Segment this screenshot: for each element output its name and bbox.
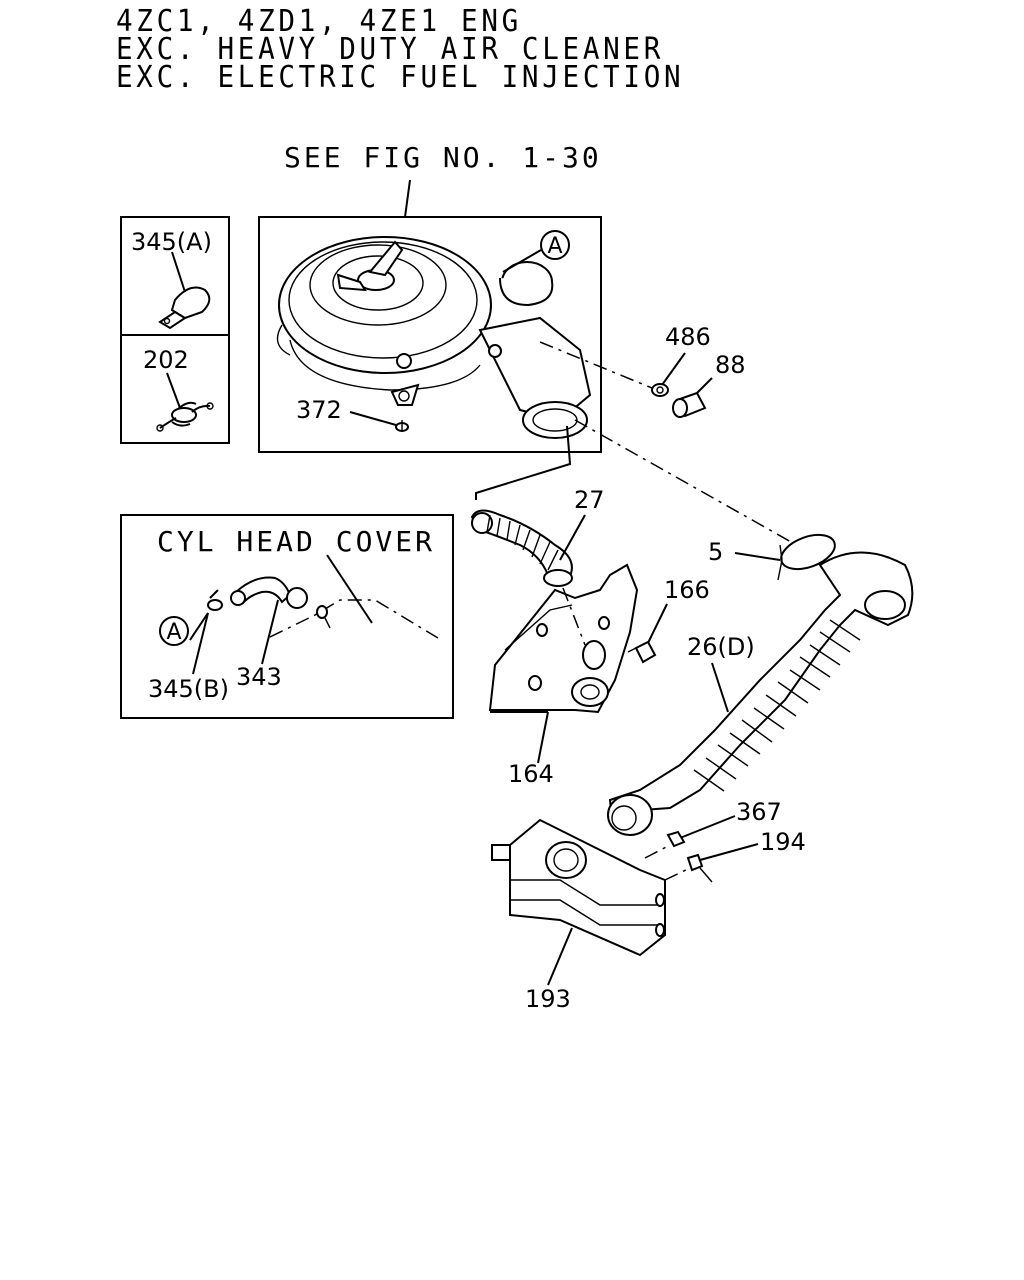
leader-345a xyxy=(171,251,186,293)
air-cleaner-box xyxy=(258,216,602,453)
leader-164 xyxy=(537,711,549,764)
header-line-3: EXC. ELECTRIC FUEL INJECTION xyxy=(116,60,685,95)
leader-486 xyxy=(661,352,686,386)
hose-343-part xyxy=(230,576,308,609)
callout-345b: 345(B) xyxy=(148,675,229,703)
cyl-head-cover-title: CYL HEAD COVER xyxy=(157,525,435,558)
leader-345b xyxy=(189,612,209,641)
air-cleaner-assembly xyxy=(276,236,592,439)
nut-367-part xyxy=(666,830,686,848)
dash-line-194 xyxy=(664,867,691,881)
bracket-193-part xyxy=(491,818,666,957)
ref-marker-a-top-label: A xyxy=(547,234,562,259)
callout-26d: 26(D) xyxy=(687,633,755,661)
clip-345a-part xyxy=(158,286,211,330)
callout-343: 343 xyxy=(236,663,282,691)
bracket-164-part xyxy=(488,563,639,714)
gasket-5-part xyxy=(777,533,836,581)
screw-372-part xyxy=(395,420,409,432)
leader-cyl-head-cover xyxy=(326,554,373,624)
fitting-cyl-head-part xyxy=(316,605,331,629)
leader-193 xyxy=(547,927,573,986)
callout-194: 194 xyxy=(760,828,806,856)
bolt-166-part xyxy=(627,640,657,664)
dash-line-cyl-head xyxy=(269,599,439,639)
callout-202: 202 xyxy=(143,346,189,374)
leader-202 xyxy=(166,372,181,409)
leader-345b-2 xyxy=(192,612,209,675)
leader-5 xyxy=(734,552,781,561)
clip-486-part xyxy=(651,383,669,397)
callout-164: 164 xyxy=(508,760,554,788)
leader-343 xyxy=(261,599,279,665)
inset-box-cyl-head-cover xyxy=(120,514,454,719)
callout-27: 27 xyxy=(574,486,605,514)
header-line-1: 4ZC1, 4ZD1, 4ZE1 ENG xyxy=(116,4,522,39)
cap-88-part xyxy=(672,391,707,418)
callout-372: 372 xyxy=(296,396,342,424)
callout-88: 88 xyxy=(715,351,746,379)
leader-367 xyxy=(679,815,736,839)
bolt-194-part xyxy=(686,853,713,883)
leader-27 xyxy=(559,514,586,561)
hose-27-part xyxy=(470,509,573,587)
duct-26d-part xyxy=(607,551,914,836)
header-line-2: EXC. HEAVY DUTY AIR CLEANER xyxy=(116,32,665,67)
leader-372 xyxy=(349,411,397,426)
callout-5: 5 xyxy=(708,538,723,566)
leader-194 xyxy=(699,843,759,861)
callout-193: 193 xyxy=(525,985,571,1013)
dash-line-to-5 xyxy=(574,419,801,548)
ref-a-leader xyxy=(502,249,542,273)
clamp-202-part xyxy=(156,401,214,432)
leader-26d xyxy=(711,662,729,713)
callout-345a: 345(A) xyxy=(131,228,212,256)
ref-marker-a-top xyxy=(540,230,570,260)
see-fig-reference: SEE FIG NO. 1-30 xyxy=(284,141,602,174)
bracket-line-27 xyxy=(475,425,572,500)
leader-88 xyxy=(696,377,713,394)
leader-166 xyxy=(647,603,668,644)
clip-345b-part xyxy=(207,589,223,611)
callout-367: 367 xyxy=(736,798,782,826)
inset-box-202 xyxy=(120,334,230,444)
callout-166: 166 xyxy=(664,576,710,604)
ref-marker-a-inset-label: A xyxy=(166,620,181,645)
dash-line-367 xyxy=(644,844,671,859)
see-fig-leader xyxy=(404,179,411,218)
callout-486: 486 xyxy=(665,323,711,351)
ref-marker-a-inset xyxy=(159,616,189,646)
dash-line-486 xyxy=(539,341,653,389)
dash-line-27-164 xyxy=(562,587,586,646)
